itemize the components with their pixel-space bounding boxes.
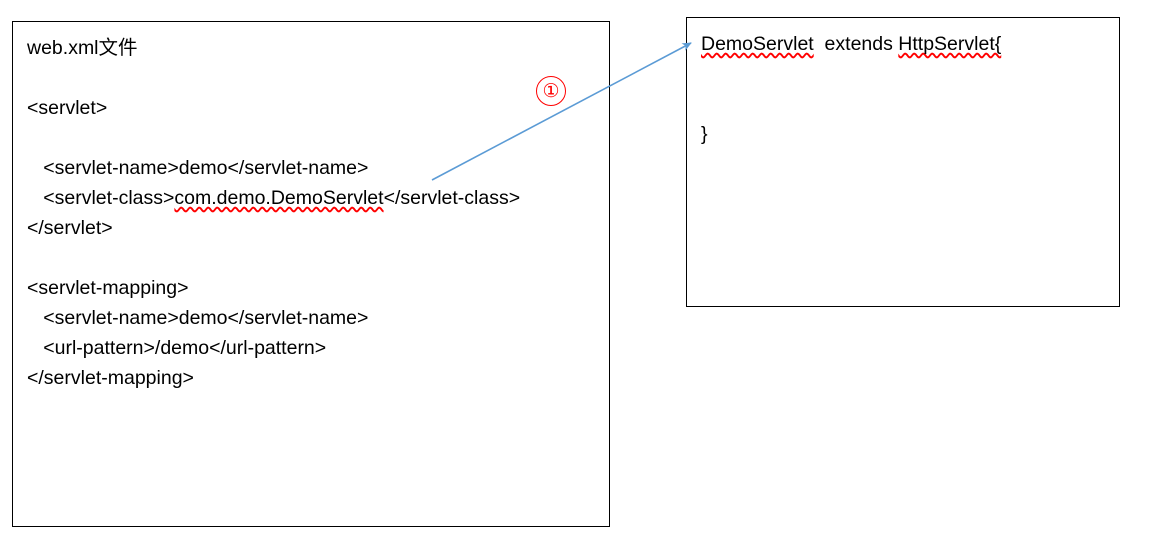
code-line: </servlet> [27, 217, 113, 239]
code-text: } [701, 123, 708, 145]
code-text: extends [813, 33, 899, 55]
code-line: <servlet-name>demo</servlet-name> [27, 307, 369, 329]
spellcheck-underlined-text: com.demo.DemoServlet [174, 187, 384, 209]
web-xml-code-block: web.xml文件 <servlet> <servlet-name>demo</s… [27, 33, 605, 393]
spellcheck-underlined-text: DemoServlet [701, 33, 814, 55]
code-line: </servlet-mapping> [27, 367, 194, 389]
java-class-code-block: DemoServlet extends HttpServlet{ } [701, 29, 1115, 149]
code-line [27, 123, 605, 153]
code-line: DemoServlet extends HttpServlet{ [701, 29, 1115, 59]
code-line: <servlet-name>demo</servlet-name> [27, 157, 369, 179]
code-line: <url-pattern>/demo</url-pattern> [27, 337, 327, 359]
code-line [701, 89, 1115, 119]
spellcheck-underlined-text: HttpServlet{ [898, 33, 1002, 55]
java-class-panel: DemoServlet extends HttpServlet{ } [686, 17, 1120, 307]
code-line [27, 243, 605, 273]
code-line: <servlet> [27, 97, 108, 119]
code-line [701, 59, 1115, 89]
code-line: <servlet-mapping> [27, 277, 189, 299]
code-line: web.xml文件 [27, 37, 138, 59]
code-line: } [701, 119, 1115, 149]
web-xml-panel: web.xml文件 <servlet> <servlet-name>demo</s… [12, 21, 610, 527]
code-line [27, 63, 605, 93]
code-line: <servlet-class>com.demo.DemoServlet</ser… [27, 187, 521, 209]
